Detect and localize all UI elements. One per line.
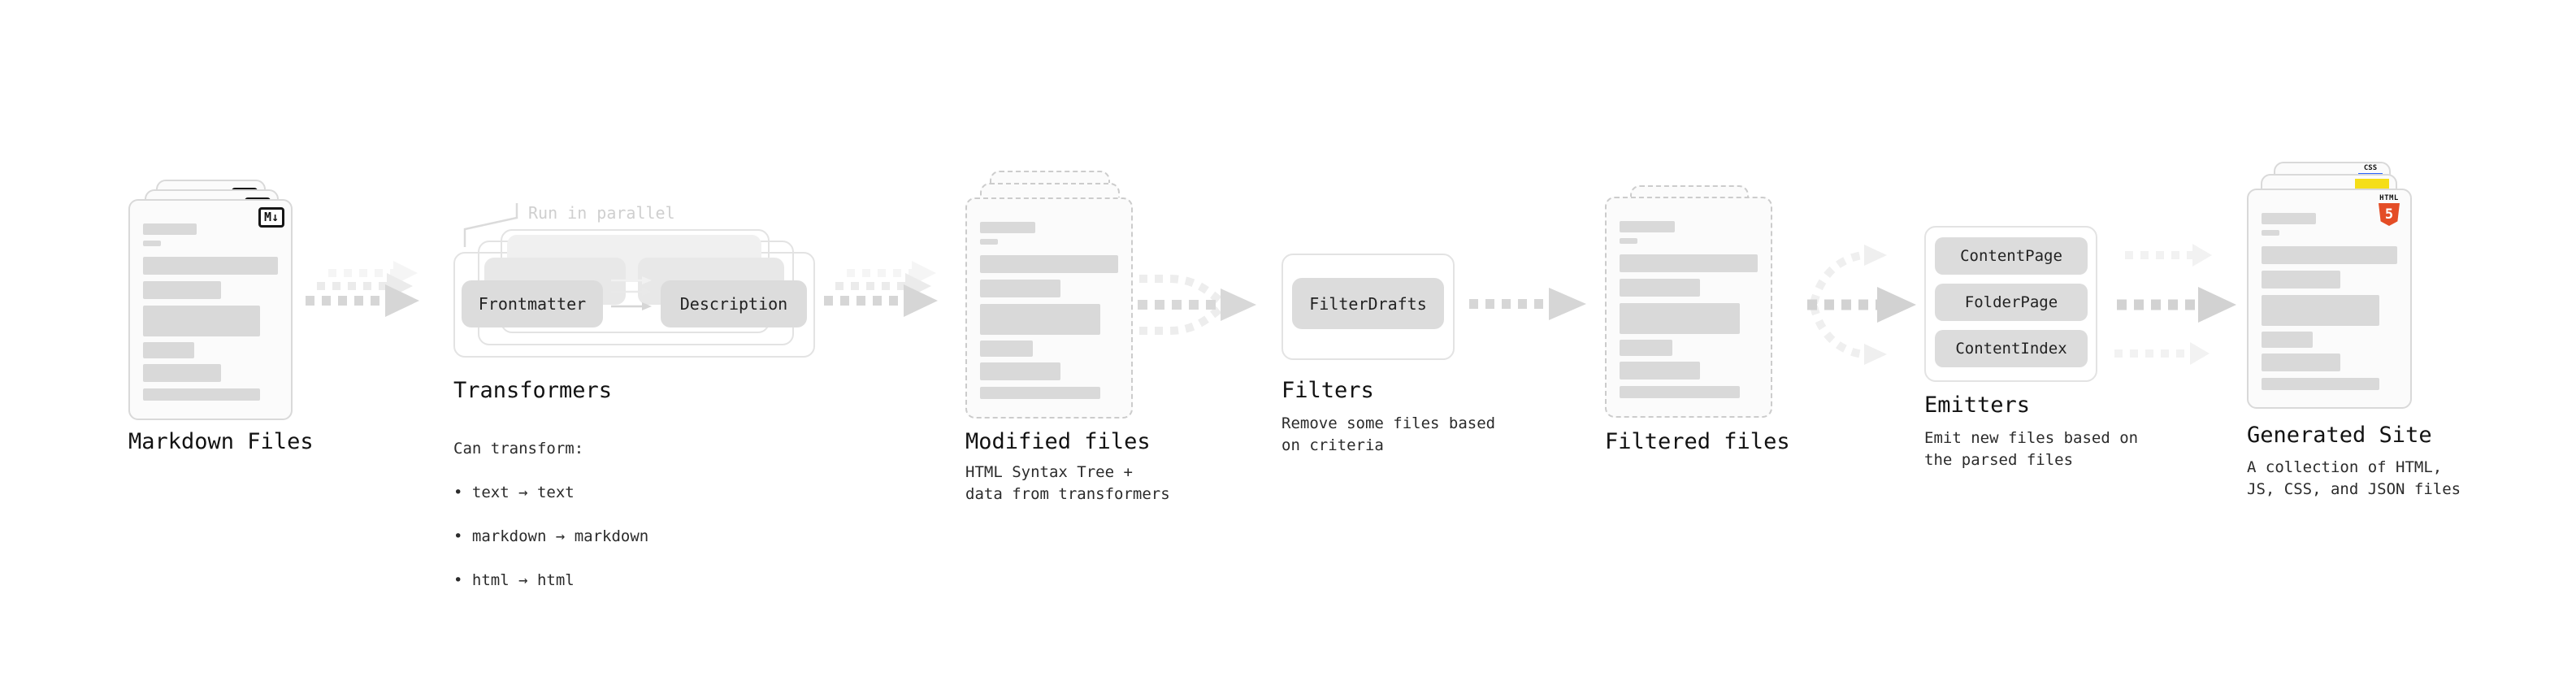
- emitters-description: Emit new files based on the parsed files: [1924, 429, 2139, 469]
- frontmatter-transformer-button: Frontmatter: [462, 280, 603, 327]
- arrow-markdown-to-transformers: [306, 261, 419, 317]
- markdown-icon: M↓: [258, 207, 284, 228]
- file-skeleton: [980, 222, 1118, 399]
- run-in-parallel-callout: Run in parallel: [528, 203, 675, 223]
- arrow-modified-to-filters-merge: [1138, 275, 1256, 335]
- contentindex-emitter-button: ContentIndex: [1935, 330, 2088, 367]
- arrows-emitters-to-generated: [2114, 244, 2236, 365]
- transformers-description: Can transform: • text → text • markdown …: [453, 416, 648, 614]
- transform-bullet: • html → html: [453, 571, 575, 589]
- transform-bullet: • markdown → markdown: [453, 527, 649, 545]
- generated-site-card-front: HTML 5: [2247, 189, 2412, 409]
- modified-file-card-front: [965, 197, 1133, 419]
- file-skeleton: [1620, 221, 1758, 398]
- filtered-files-label: Filtered files: [1605, 429, 1790, 454]
- arrow-filtered-to-emitters-split: [1807, 245, 1916, 365]
- file-skeleton: [143, 223, 278, 401]
- markdown-files-label: Markdown Files: [128, 429, 314, 454]
- emitters-container: [1924, 226, 2097, 382]
- transform-bullet: • text → text: [453, 484, 575, 501]
- filters-description: Remove some files based on criteria: [1281, 414, 1496, 454]
- file-skeleton: [2262, 213, 2397, 390]
- generated-site-description: A collection of HTML, JS, CSS, and JSON …: [2247, 458, 2461, 498]
- markdown-file-card-front: M↓: [128, 199, 293, 420]
- arrow-filters-to-filtered: [1469, 288, 1586, 320]
- emitters-label: Emitters: [1924, 393, 2031, 418]
- filtered-file-card-front: [1605, 197, 1772, 418]
- folderpage-emitter-button: FolderPage: [1935, 284, 2088, 321]
- arrow-transformers-to-modified: [824, 261, 938, 317]
- modified-files-label: Modified files: [965, 429, 1151, 454]
- generated-site-label: Generated Site: [2247, 423, 2432, 448]
- transformers-label: Transformers: [453, 378, 613, 403]
- can-transform-heading: Can transform:: [453, 440, 584, 458]
- modified-files-description: HTML Syntax Tree + data from transformer…: [965, 463, 1170, 503]
- parallel-arrows-icon: [611, 276, 652, 310]
- contentpage-emitter-button: ContentPage: [1935, 237, 2088, 275]
- description-transformer-button: Description: [661, 280, 807, 327]
- html5-icon: HTML 5: [2378, 194, 2400, 226]
- run-in-parallel-leader-line: [463, 203, 518, 247]
- filterdrafts-button: FilterDrafts: [1292, 278, 1444, 329]
- filters-label: Filters: [1281, 378, 1374, 403]
- filters-container: [1281, 254, 1455, 360]
